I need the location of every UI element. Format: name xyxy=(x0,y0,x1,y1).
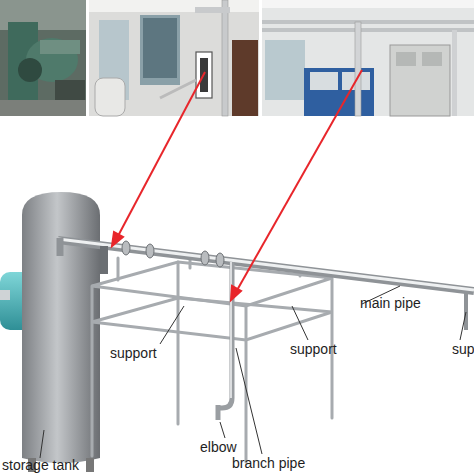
photo-machinery xyxy=(0,0,86,116)
branch-pipe xyxy=(218,262,232,420)
photo-plant-room xyxy=(262,0,474,116)
storage-tank xyxy=(22,192,100,472)
photo-arrows xyxy=(112,70,362,300)
support-frame xyxy=(92,258,332,462)
support-label: support xyxy=(290,342,337,357)
support-label: sup xyxy=(452,342,474,357)
leader-lines xyxy=(40,286,466,458)
tank-label: storage tank xyxy=(2,458,79,473)
pipe-label: main pipe xyxy=(360,296,421,311)
photo-room-pipe xyxy=(89,0,259,116)
support-label: support xyxy=(110,346,157,361)
main-pipe xyxy=(58,238,474,330)
pipe-label: branch pipe xyxy=(232,456,305,471)
elbow-label: elbow xyxy=(200,440,237,455)
